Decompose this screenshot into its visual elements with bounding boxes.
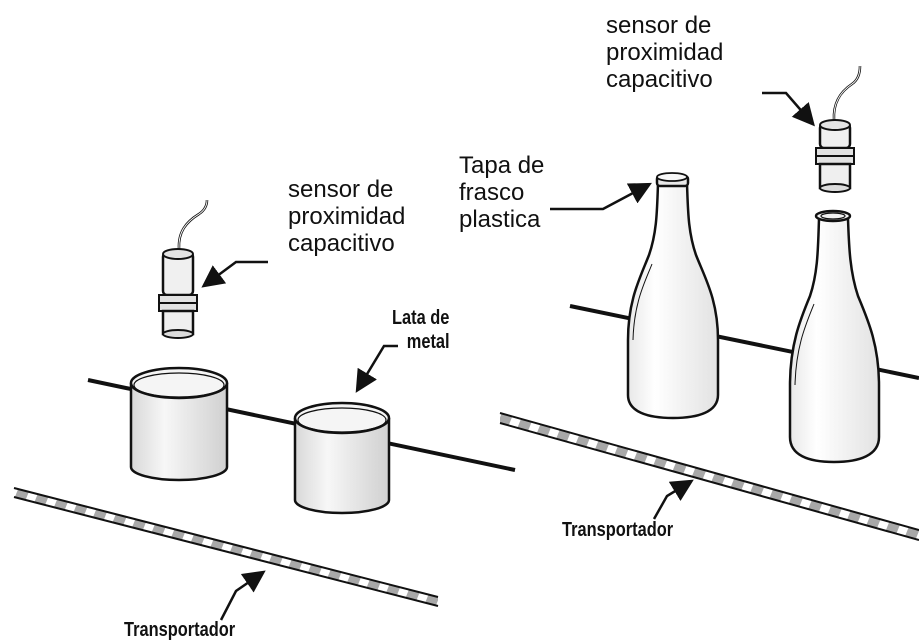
left-conveyor-arrow <box>219 570 266 621</box>
left-can-label: Lata de metal <box>392 307 450 353</box>
left-metal-can-1 <box>129 366 229 482</box>
right-capacitive-sensor <box>815 65 862 193</box>
right-conveyor-arrow <box>652 479 694 520</box>
left-sensor-label: sensor de proximidad capacitivo <box>288 176 406 257</box>
right-sensor-arrow <box>762 91 815 127</box>
left-sensor-arrow <box>201 260 268 288</box>
right-conveyor-label: Transportador <box>562 519 674 541</box>
left-can-arrow <box>355 344 398 393</box>
right-bottle-1 <box>626 172 720 420</box>
right-cap-arrow <box>550 182 652 211</box>
left-conveyor-belt <box>13 487 439 607</box>
left-metal-can-2 <box>293 401 391 515</box>
right-sensor-label: sensor de proximidad capacitivo <box>606 12 724 93</box>
right-bottle-2 <box>788 209 881 464</box>
left-capacitive-sensor <box>158 199 209 339</box>
left-conveyor-label: Transportador <box>124 619 236 641</box>
right-conveyor-belt <box>499 412 919 541</box>
right-cap-label: Tapa de frasco plastica <box>459 152 545 233</box>
